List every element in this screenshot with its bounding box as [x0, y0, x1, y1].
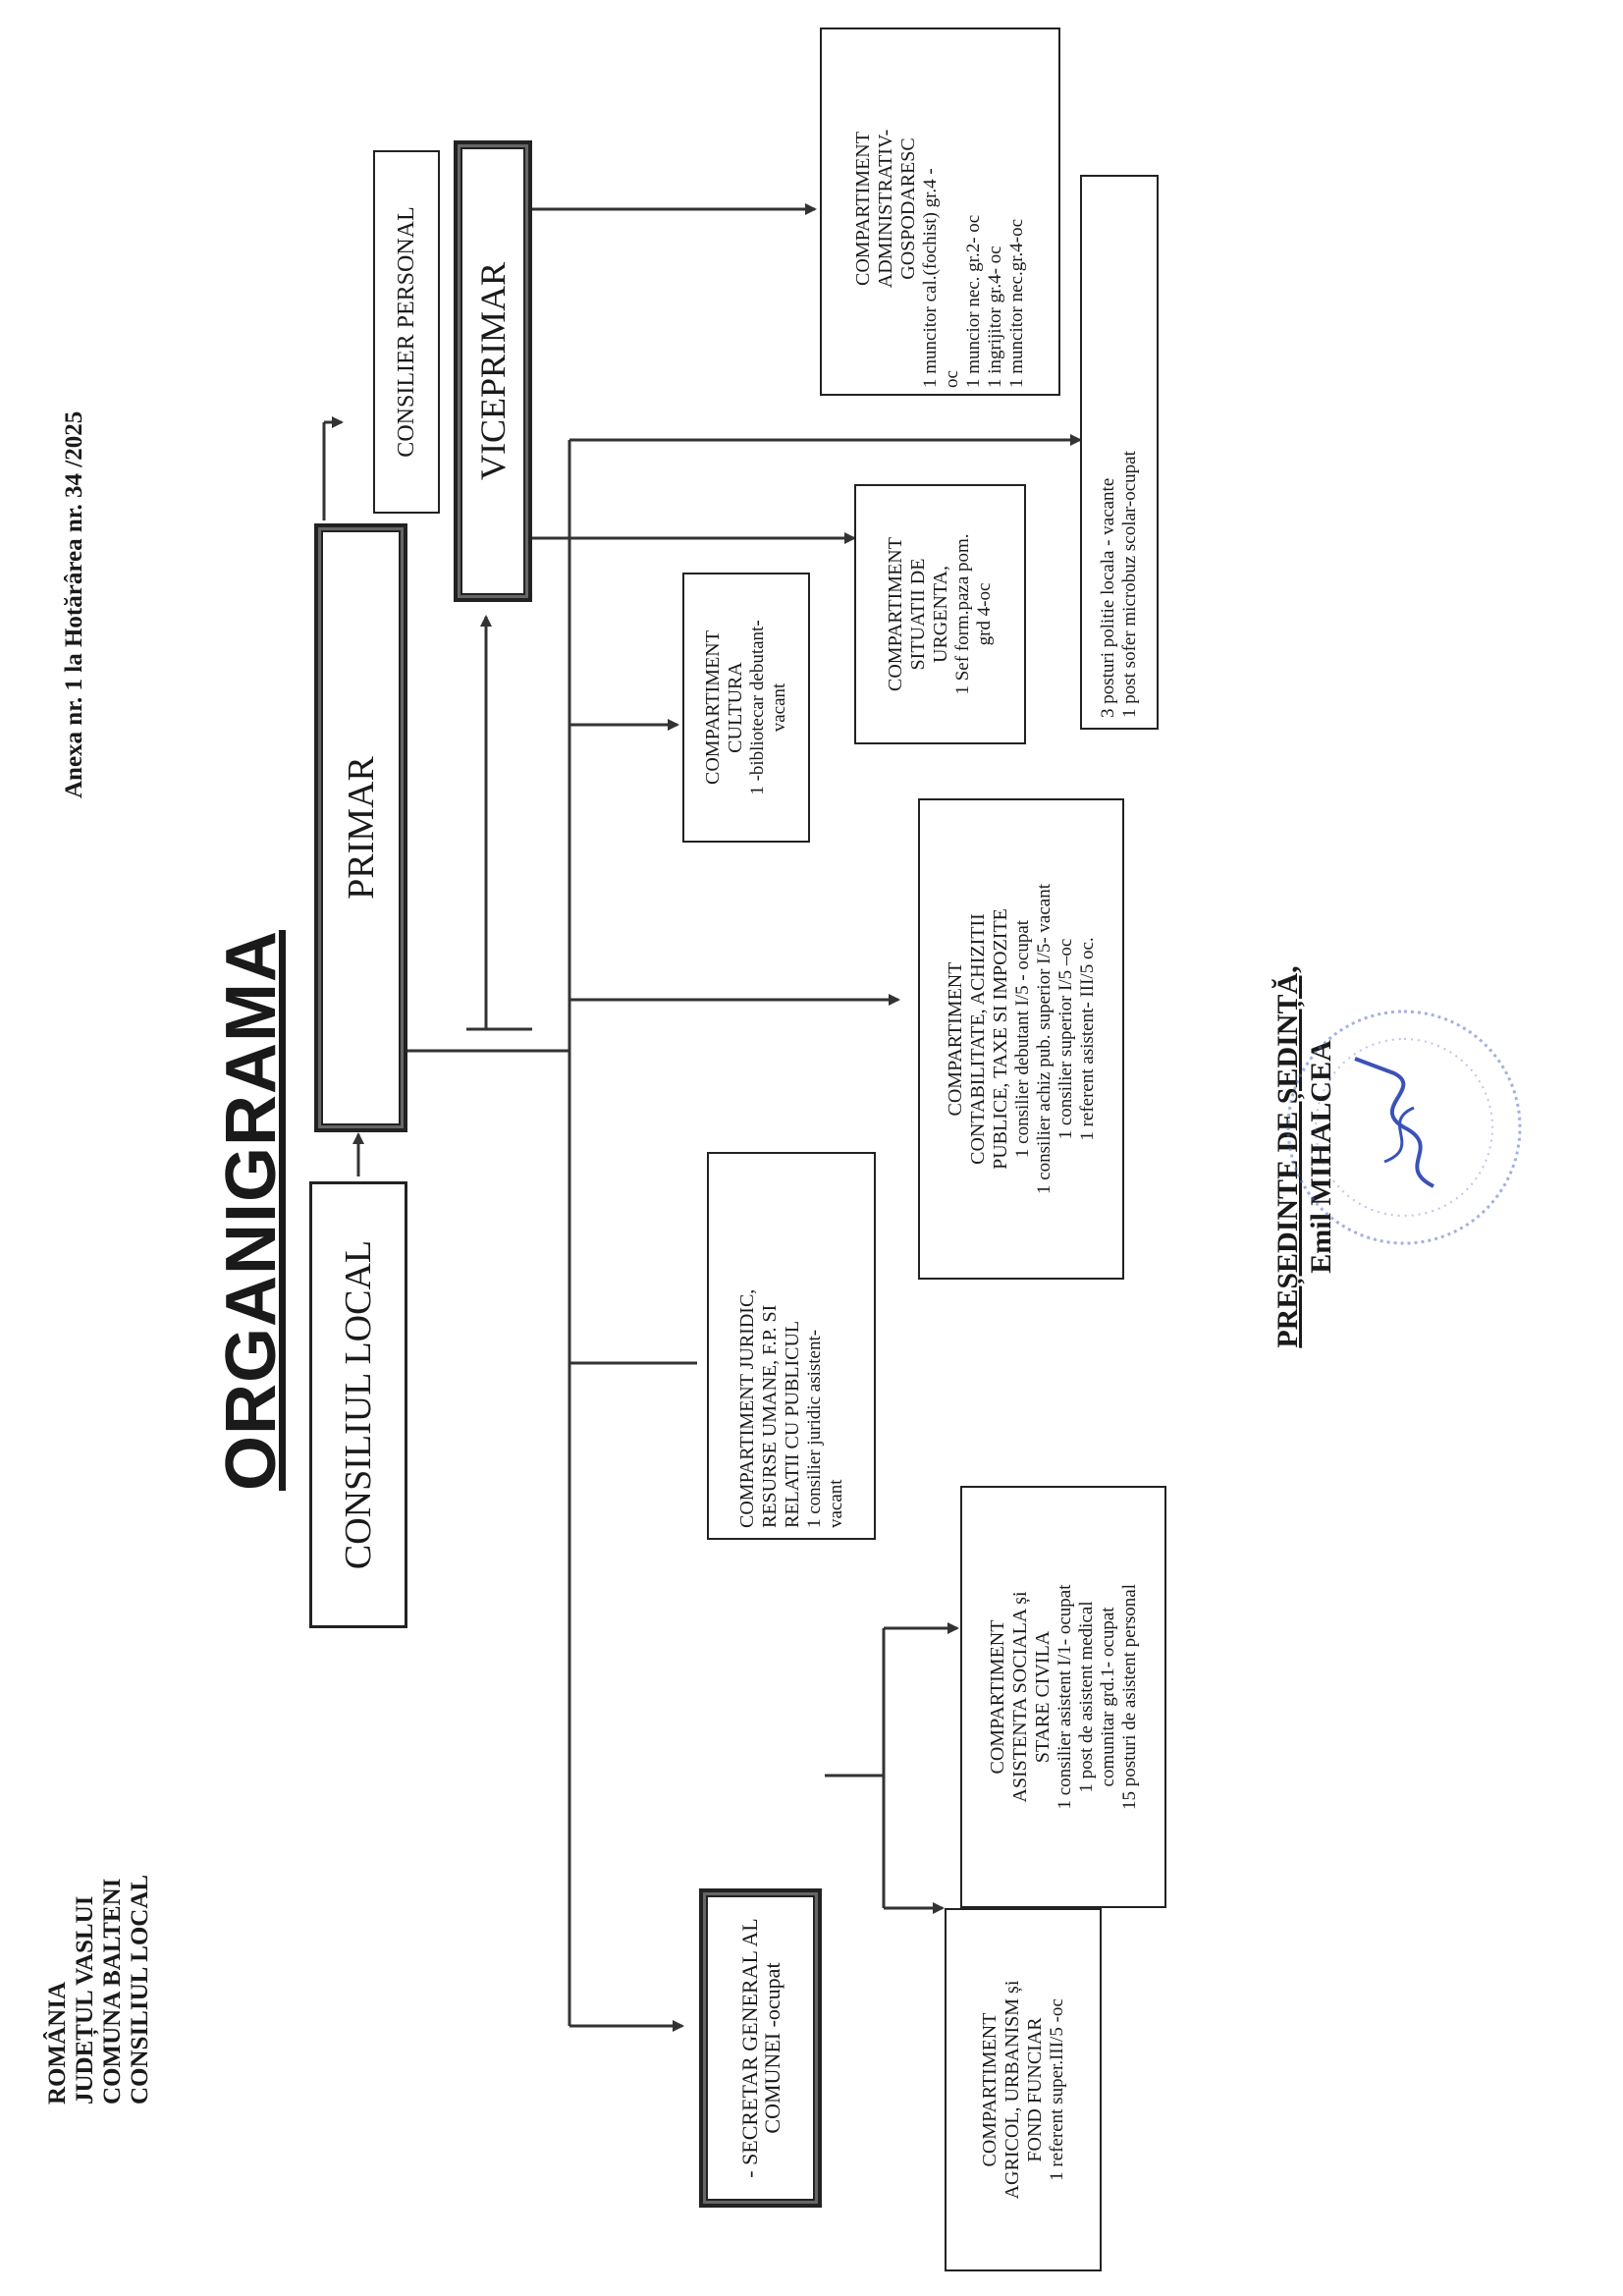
secretar-line-2: COMUNEI -ocupat [759, 1962, 784, 2134]
node-primar-label: PRIMAR [340, 756, 382, 900]
juridic-line-5: vacant [825, 1479, 846, 1528]
annex-reference: Anexa nr. 1 la Hotărârea nr. 34 /2025 [61, 410, 87, 798]
urgenta-line-2: SITUATII DE [907, 558, 929, 671]
contabilitate-line-1: COMPARTIMENT [944, 961, 966, 1117]
urgenta-line-5: grd 4-oc [974, 582, 995, 646]
urgenta-line-1: COMPARTIMENT [885, 537, 906, 691]
asistenta-line-1: COMPARTIMENT [986, 1619, 1008, 1775]
juridic-line-4: 1 consilier juridic asistent- [803, 1329, 825, 1528]
administrativ-line-3: GOSPODARESC [897, 137, 919, 280]
agricol-line-1: COMPARTIMENT [978, 2012, 1001, 2167]
node-compartiment-asistenta-sociala: COMPARTIMENT ASISTENTA SOCIALA și STARE … [960, 1486, 1166, 1908]
asistenta-line-3: STARE CIVILA [1031, 1630, 1054, 1764]
cultura-line-2: CULTURA [725, 662, 746, 753]
administrativ-line-6: 1 muncior nec. gr.2- oc [963, 214, 984, 388]
contabilitate-line-3: PUBLICE, TAXE SI IMPOZITE [989, 908, 1011, 1170]
page-title: ORGANIGRAMA [212, 930, 291, 1491]
cultura-line-3: 1 -bibliotecar debutant- [747, 620, 768, 795]
urgenta-line-3: URGENTA, [930, 566, 951, 663]
asistenta-line-6: comunitar grd.1- ocupat [1097, 1607, 1118, 1787]
secretar-line-1: - SECRETAR GENERAL AL [736, 1918, 762, 2178]
node-consilier-personal-label: CONSILIER PERSONAL [393, 206, 419, 458]
politie-line-2: 1 post sofer microbuz scolar-ocupat [1119, 451, 1140, 718]
node-consiliul-local: CONSILIUL LOCAL [309, 1181, 407, 1628]
agricol-line-4: 1 referent super.III/5 -oc [1046, 1998, 1067, 2181]
node-compartiment-agricol: COMPARTIMENT AGRICOL, URBANISM și FOND F… [945, 1908, 1102, 2271]
juridic-line-1: COMPARTIMENT JURIDIC, [735, 1288, 758, 1528]
institution-address-block: ROMÂNIA JUDEȚUL VASLUI COMUNA BALTENI CO… [44, 1875, 154, 2105]
node-compartiment-situatii-urgenta: COMPARTIMENT SITUATII DE URGENTA, 1 Sef … [854, 484, 1026, 744]
contabilitate-line-2: CONTABILITATE, ACHIZITII [966, 913, 989, 1165]
juridic-line-2: RESURSE UMANE, F.P. SI [758, 1304, 781, 1528]
node-consiliul-local-label: CONSILIUL LOCAL [338, 1239, 379, 1570]
cultura-line-1: COMPARTIMENT [702, 630, 724, 785]
contabilitate-line-7: 1 referent asistent- III/5 oc. [1076, 937, 1098, 1141]
node-compartiment-cultura: COMPARTIMENT CULTURA 1 -bibliotecar debu… [682, 573, 810, 843]
address-line-4: CONSILIUL LOCAL [127, 1874, 153, 2105]
node-compartiment-contabilitate: COMPARTIMENT CONTABILITATE, ACHIZITII PU… [918, 798, 1124, 1280]
administrativ-line-2: ADMINISTRATIV- [875, 129, 896, 289]
administrativ-line-5: oc [942, 370, 962, 388]
urgenta-line-4: 1 Sef form.paza pom. [952, 533, 973, 695]
node-secretar-general: - SECRETAR GENERAL AL COMUNEI -ocupat [699, 1888, 822, 2208]
politie-line-1: 3 posturi politie locala - vacante [1098, 477, 1118, 718]
official-stamp-seal [1286, 1010, 1522, 1245]
juridic-line-3: RELATII CU PUBLICUL [781, 1320, 803, 1528]
contabilitate-line-5: 1 consilier achiz pub. superior I/5- vac… [1033, 883, 1055, 1195]
node-posturi-politie: 3 posturi politie locala - vacante 1 pos… [1080, 175, 1159, 730]
contabilitate-line-6: 1 consilier superior I/5 –oc [1055, 938, 1076, 1140]
agricol-line-3: FOND FUNCIAR [1023, 2017, 1046, 2162]
address-line-2: JUDEȚUL VASLUI [72, 1895, 98, 2105]
address-line-3: COMUNA BALTENI [99, 1878, 126, 2105]
asistenta-line-4: 1 consilier asistent I/1- ocupat [1054, 1584, 1075, 1810]
administrativ-line-1: COMPARTIMENT [852, 132, 874, 286]
administrativ-line-4: 1 muncitor cal.(fochist) gr.4 - [920, 168, 941, 388]
asistenta-line-7: 15 posturi de asistent personal [1118, 1583, 1140, 1811]
agricol-line-2: AGRICOL, URBANISM și [1001, 1980, 1023, 2200]
asistenta-line-2: ASISTENTA SOCIALA și [1008, 1591, 1031, 1803]
node-compartiment-juridic: COMPARTIMENT JURIDIC, RESURSE UMANE, F.P… [707, 1152, 876, 1540]
node-compartiment-administrativ: COMPARTIMENT ADMINISTRATIV- GOSPODARESC … [820, 27, 1060, 396]
node-consilier-personal: CONSILIER PERSONAL [373, 150, 440, 514]
cultura-line-4: vacant [769, 683, 789, 733]
asistenta-line-5: 1 post de asistent medical [1075, 1601, 1097, 1793]
administrativ-line-8: 1 muncitor nec.gr.4-oc [1006, 218, 1027, 388]
node-viceprimar-label: VICEPRIMAR [473, 261, 513, 481]
node-primar: PRIMAR [314, 523, 407, 1132]
administrativ-line-7: 1 ingrijitor gr.4- oc [985, 246, 1005, 388]
address-line-1: ROMÂNIA [44, 1982, 71, 2105]
contabilitate-line-4: 1 consilier debutant I/5 - ocupat [1011, 919, 1033, 1159]
node-viceprimar: VICEPRIMAR [454, 140, 532, 602]
